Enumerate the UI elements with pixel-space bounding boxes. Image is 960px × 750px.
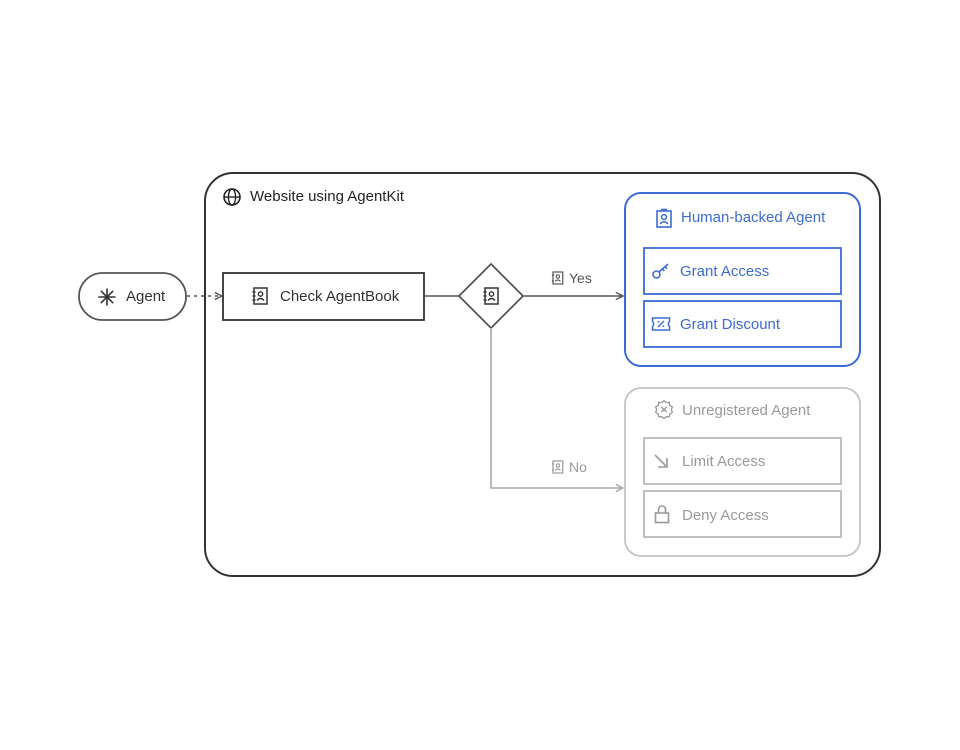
no-connector — [490, 328, 623, 488]
lock-icon — [654, 505, 670, 524]
check-agentbook-node[interactable] — [222, 272, 425, 321]
limit-access-node[interactable] — [643, 437, 842, 485]
asterisk-icon — [98, 288, 116, 306]
key-icon — [652, 263, 669, 279]
no-label: No — [569, 459, 587, 475]
yes-label: Yes — [569, 270, 592, 286]
grant-discount-node[interactable] — [643, 300, 842, 348]
grant-access-node[interactable] — [643, 247, 842, 295]
grant-access-label: Grant Access — [680, 263, 770, 280]
website-title: Website using AgentKit — [250, 188, 404, 205]
contact-book-icon — [551, 271, 564, 285]
arrow-down-right-icon — [654, 454, 668, 468]
deny-access-node[interactable] — [643, 490, 842, 538]
check-agentbook-label: Check AgentBook — [280, 288, 400, 305]
limit-access-label: Limit Access — [682, 453, 766, 470]
id-badge-icon — [656, 208, 672, 228]
agent-node[interactable] — [78, 272, 187, 321]
ticket-icon — [651, 317, 671, 331]
badge-x-icon — [654, 399, 674, 419]
grant-discount-label: Grant Discount — [680, 316, 781, 333]
agent-label: Agent — [126, 288, 166, 305]
deny-access-label: Deny Access — [682, 507, 769, 524]
website-container — [204, 172, 881, 577]
contact-book-icon — [551, 460, 564, 474]
human-backed-title: Human-backed Agent — [681, 209, 826, 226]
contact-book-icon — [483, 287, 499, 305]
unregistered-title: Unregistered Agent — [682, 402, 811, 419]
contact-book-icon — [252, 287, 268, 305]
globe-icon — [223, 188, 241, 206]
